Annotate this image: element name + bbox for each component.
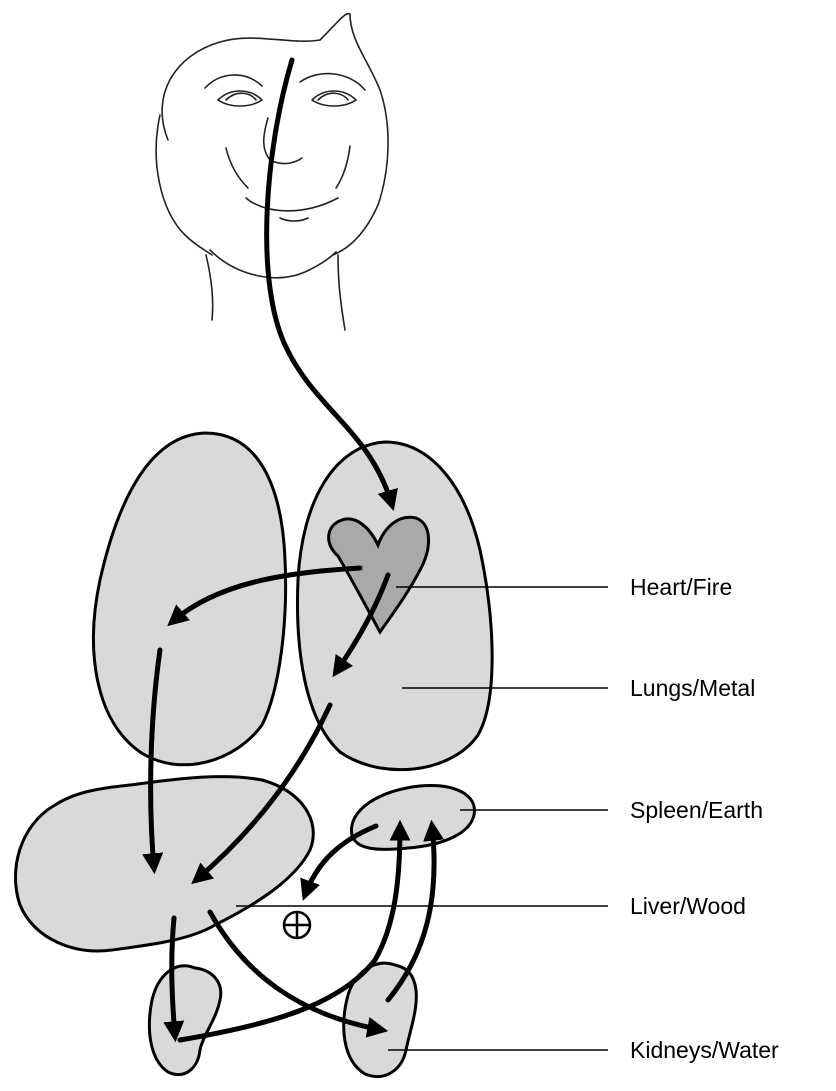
label-lungs-metal: Lungs/Metal	[630, 677, 755, 700]
left-lung	[93, 433, 285, 765]
label-heart-fire: Heart/Fire	[630, 576, 732, 599]
label-liver-wood: Liver/Wood	[630, 895, 746, 918]
left-kidney-shape	[149, 966, 220, 1075]
arrow-face-to-heart	[267, 60, 392, 505]
label-spleen-earth: Spleen/Earth	[630, 799, 763, 822]
label-kidneys-water: Kidneys/Water	[630, 1039, 779, 1062]
circled-plus-icon	[284, 912, 310, 938]
spleen-shape	[351, 786, 474, 850]
